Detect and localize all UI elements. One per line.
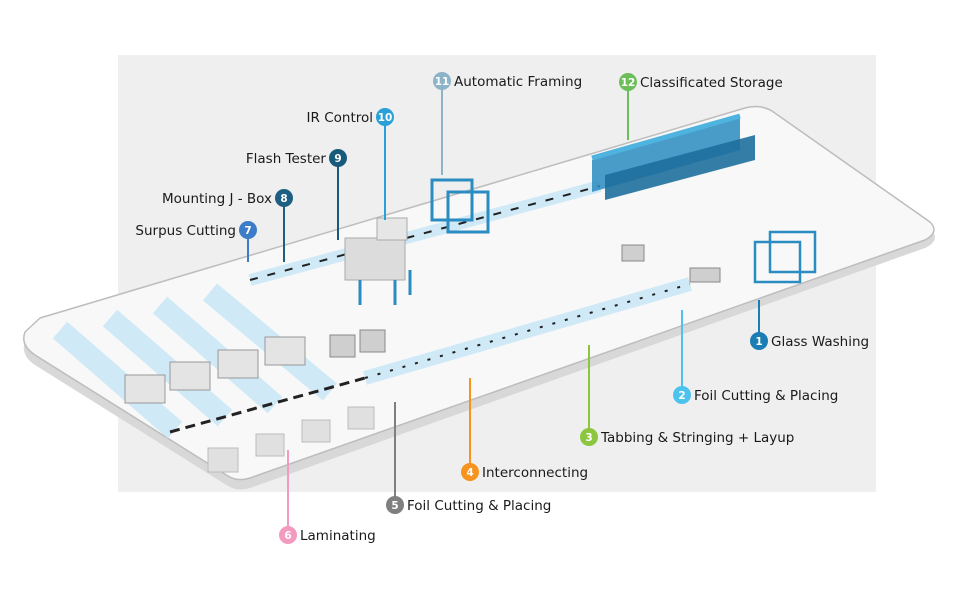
pin-marker-icon [461,463,479,481]
station-number: 9 [334,153,341,165]
station-pin-5: 5 Foil Cutting & Placing [386,402,551,514]
station-label: Surpus Cutting [135,223,236,239]
station-number: 11 [435,76,450,88]
station-pin-6: 6 Laminating [279,450,376,544]
laminator-lines [52,283,366,439]
station-number: 1 [755,336,762,348]
station-pin-9: 9 Flash Tester [246,149,347,240]
station-pin-10: 10 IR Control [307,108,394,220]
station-pin-8: 8 Mounting J - Box [162,189,293,262]
pin-marker-icon [673,386,691,404]
station-number: 7 [244,225,251,237]
station-pin-7: 7 Surpus Cutting [135,221,257,262]
station-label: Laminating [300,528,376,544]
station-pin-12: 12 Classificated Storage [619,73,783,140]
station-number: 10 [378,112,393,124]
station-label: Glass Washing [771,334,869,350]
station-label: Interconnecting [482,465,588,481]
storage-boxes [207,406,375,473]
station-label: Flash Tester [246,151,327,167]
station-number: 2 [678,390,685,402]
pin-marker-icon [619,73,637,91]
station-label: Foil Cutting & Placing [407,498,551,514]
glass-washing-machine [753,230,817,284]
station-pin-2: 2 Foil Cutting & Placing [673,310,838,404]
station-number: 12 [621,77,636,89]
pin-marker-icon [376,108,394,126]
storage-racks [591,113,755,200]
station-number: 5 [391,500,398,512]
station-pin-1: 1 Glass Washing [750,300,869,350]
station-number: 8 [280,193,287,205]
pin-marker-icon [275,189,293,207]
station-number: 4 [466,467,473,479]
station-label: Classificated Storage [640,75,783,91]
pin-marker-icon [279,526,297,544]
stringer-machines [329,244,721,358]
pin-marker-icon [580,428,598,446]
station-label: IR Control [307,110,373,126]
flash-tester-machine [344,217,412,305]
station-number: 3 [585,432,592,444]
station-pin-3: 3 Tabbing & Stringing + Layup [580,345,794,446]
station-label: Mounting J - Box [162,191,272,207]
pin-marker-icon [329,149,347,167]
station-label: Tabbing & Stringing + Layup [600,430,794,446]
pin-marker-icon [386,496,404,514]
framing-machine [430,178,490,234]
pin-marker-icon [433,72,451,90]
pin-marker-icon [750,332,768,350]
station-label: Automatic Framing [454,74,582,90]
upper-conveyor [248,180,602,286]
pin-marker-icon [239,221,257,239]
station-number: 6 [284,530,291,542]
main-conveyor [363,277,692,385]
station-label: Foil Cutting & Placing [694,388,838,404]
station-pin-11: 11 Automatic Framing [433,72,582,175]
station-pin-4: 4 Interconnecting [461,378,588,481]
